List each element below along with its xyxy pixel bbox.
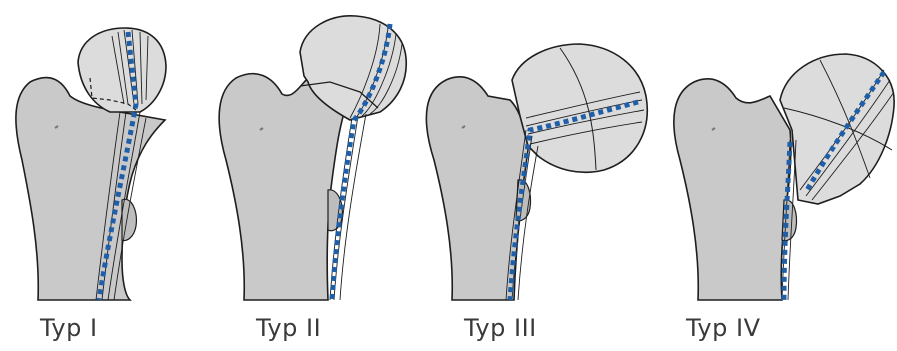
femur-type-3 [426, 44, 647, 300]
label-type-3: Typ III [464, 314, 537, 342]
label-type-2: Typ II [256, 314, 321, 342]
femoral-head-4 [780, 54, 894, 204]
femur-type-4 [674, 54, 894, 300]
femoral-head-1 [78, 28, 166, 112]
label-type-1: Typ I [40, 314, 98, 342]
label-type-4: Typ IV [686, 314, 760, 342]
femur-type-2 [219, 16, 406, 300]
femur-body-4 [674, 79, 791, 300]
femoral-head-3 [512, 44, 647, 172]
femur-type-1 [16, 28, 166, 300]
femur-body-3 [426, 77, 528, 300]
